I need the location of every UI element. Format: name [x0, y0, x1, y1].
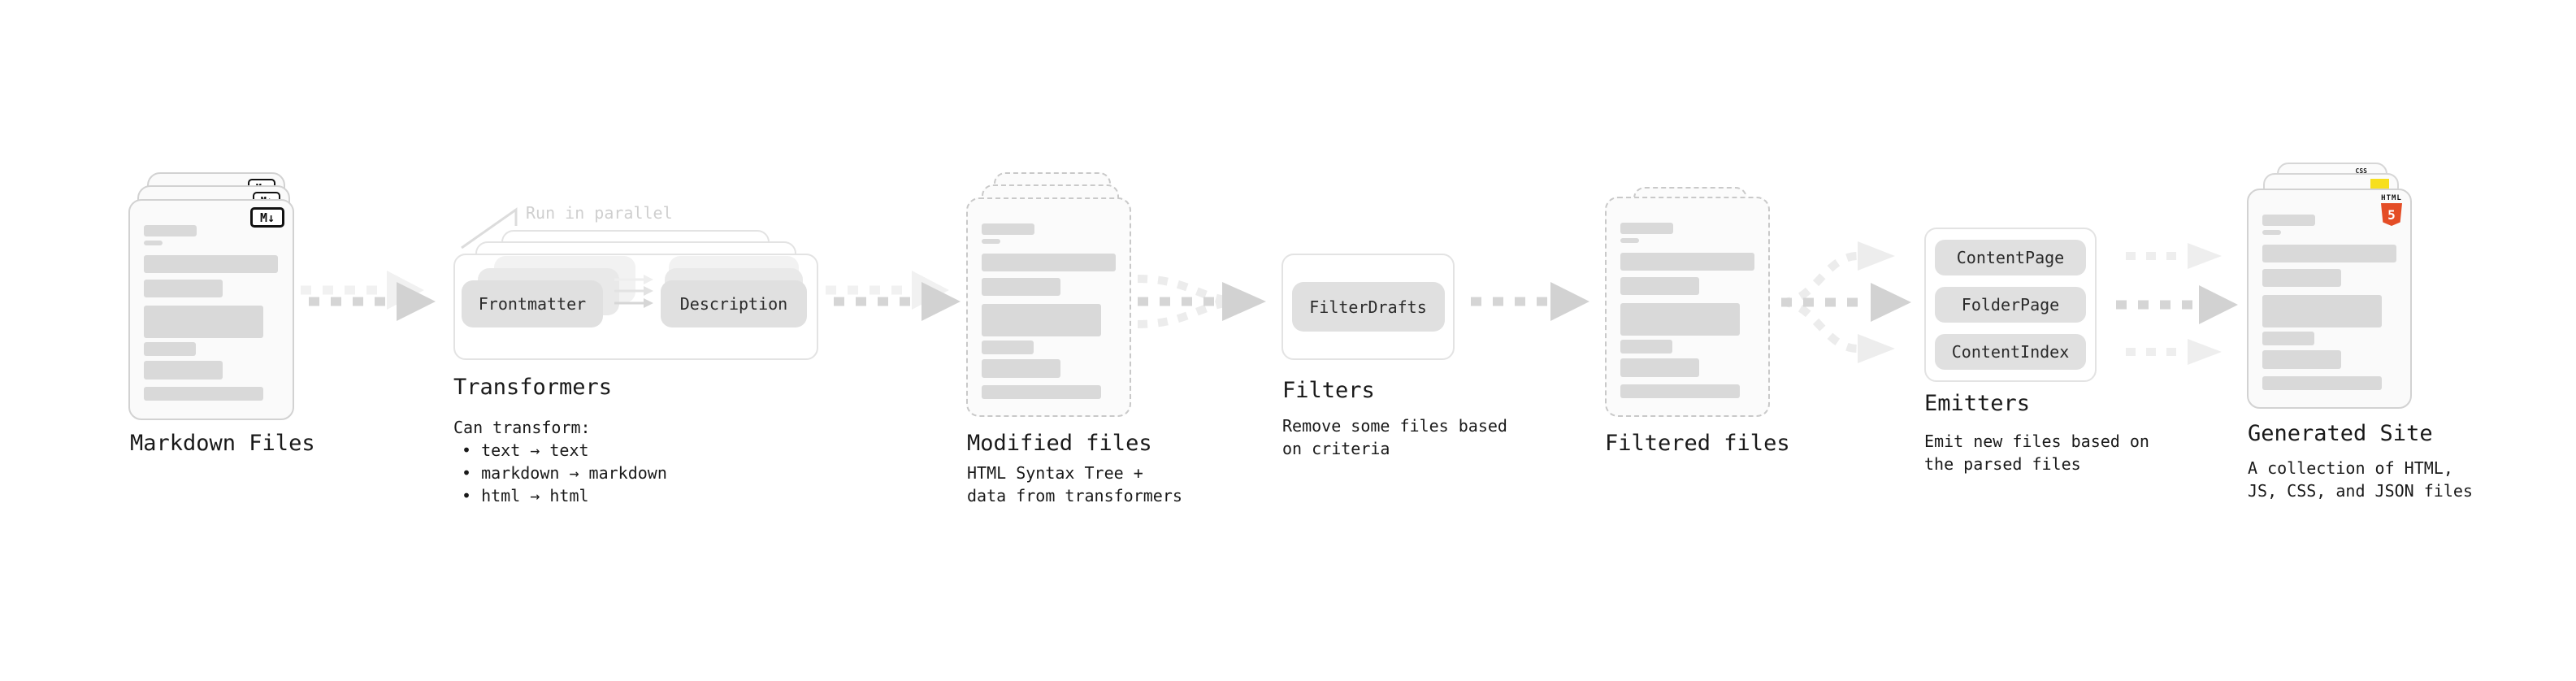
placeholder-bar [2262, 269, 2341, 287]
emitters-description: Emit new files based on the parsed files [1924, 430, 2149, 475]
emitters-title: Emitters [1924, 391, 2031, 416]
arrow-filtered-to-emitters [1780, 241, 1911, 363]
placeholder-bar [144, 225, 197, 236]
pill-filterdrafts: FilterDrafts [1291, 282, 1445, 332]
markdown-files-title: Markdown Files [130, 431, 315, 456]
arrow-modified-to-filters [1137, 275, 1266, 328]
placeholder-bar [144, 361, 223, 380]
desc-line: Emit new files based on [1924, 432, 2149, 451]
file-content-skeleton [144, 225, 278, 401]
placeholder-bar [982, 239, 1000, 244]
pill-frontmatter: Frontmatter [462, 280, 603, 327]
parallel-arrow-icon [614, 286, 653, 296]
modified-files-title: Modified files [967, 431, 1152, 456]
placeholder-bar [1620, 358, 1699, 377]
markdown-icon: M↓ [250, 207, 284, 228]
generated-site-description: A collection of HTML, JS, CSS, and JSON … [2248, 457, 2473, 502]
placeholder-bar [1620, 340, 1672, 354]
placeholder-bar [144, 342, 196, 356]
pill-contentpage: ContentPage [1935, 240, 2086, 275]
placeholder-bar [2262, 245, 2396, 262]
placeholder-bar [982, 304, 1101, 336]
placeholder-bar [144, 241, 163, 245]
file-content-skeleton [2262, 215, 2396, 390]
arrow-filters-to-filtered [1471, 282, 1589, 321]
placeholder-bar [2262, 332, 2314, 345]
modified-file-front [966, 197, 1131, 417]
placeholder-bar [144, 387, 263, 401]
transformers-title: Transformers [453, 375, 613, 400]
transformers-description: Can transform: • text → text • markdown … [453, 416, 667, 507]
filtered-files-title: Filtered files [1605, 431, 1790, 456]
html5-icon: HTML 5 [2379, 194, 2404, 226]
placeholder-bar [2262, 376, 2382, 390]
placeholder-bar [1620, 277, 1699, 295]
desc-bullet: • markdown → markdown [462, 463, 667, 483]
placeholder-bar [982, 254, 1116, 271]
parallel-arrow-icon [614, 298, 653, 308]
arrow-emitters-to-generated [2116, 243, 2238, 365]
arrow-markdown-to-transformers [301, 271, 436, 321]
pill-contentindex: ContentIndex [1935, 334, 2086, 370]
desc-line: JS, CSS, and JSON files [2248, 481, 2473, 501]
placeholder-bar [2262, 350, 2341, 369]
pill-folderpage: FolderPage [1935, 287, 2086, 323]
desc-line: the parsed files [1924, 454, 2081, 474]
desc-line: Remove some files based [1282, 416, 1507, 436]
filters-box: FilterDrafts [1281, 254, 1455, 360]
desc-bullet: • html → html [462, 486, 589, 505]
file-content-skeleton [1620, 223, 1754, 398]
placeholder-bar [1620, 303, 1740, 336]
html-file: HTML 5 [2247, 189, 2412, 409]
html5-icon-word: HTML [2381, 194, 2402, 202]
placeholder-bar [2262, 230, 2281, 235]
placeholder-bar [1620, 238, 1639, 243]
desc-line: A collection of HTML, [2248, 458, 2453, 478]
desc-line: on criteria [1282, 439, 1390, 458]
markdown-file-front: M↓ [128, 199, 294, 420]
placeholder-bar [982, 340, 1034, 354]
desc-line: Can transform: [453, 418, 591, 437]
annotation-run-in-parallel: Run in parallel [526, 203, 673, 223]
placeholder-bar [144, 255, 278, 273]
placeholder-bar [1620, 384, 1740, 398]
desc-bullet: • text → text [462, 440, 589, 460]
placeholder-bar [144, 306, 263, 338]
generated-site-title: Generated Site [2248, 421, 2433, 446]
annotation-callout-line [461, 207, 518, 249]
placeholder-bar [982, 278, 1060, 296]
filtered-file-front [1605, 197, 1770, 417]
desc-line: data from transformers [967, 486, 1182, 505]
placeholder-bar [1620, 223, 1673, 234]
placeholder-bar [1620, 253, 1754, 271]
filters-title: Filters [1282, 378, 1375, 403]
placeholder-bar [2262, 215, 2315, 226]
placeholder-bar [2262, 295, 2382, 327]
desc-line: HTML Syntax Tree + [967, 463, 1143, 483]
emitters-box: ContentPage FolderPage ContentIndex [1924, 228, 2097, 382]
placeholder-bar [982, 359, 1060, 378]
placeholder-bar [982, 385, 1101, 399]
parallel-arrow-icon [614, 275, 653, 284]
filters-description: Remove some files based on criteria [1282, 414, 1507, 460]
file-content-skeleton [982, 223, 1116, 399]
html5-icon-shield: 5 [2381, 203, 2402, 226]
pill-description: Description [661, 280, 807, 327]
arrow-transformers-to-modified [826, 271, 961, 321]
placeholder-bar [982, 223, 1034, 235]
js-icon [2370, 179, 2389, 189]
modified-files-description: HTML Syntax Tree + data from transformer… [967, 462, 1182, 507]
placeholder-bar [144, 280, 223, 297]
